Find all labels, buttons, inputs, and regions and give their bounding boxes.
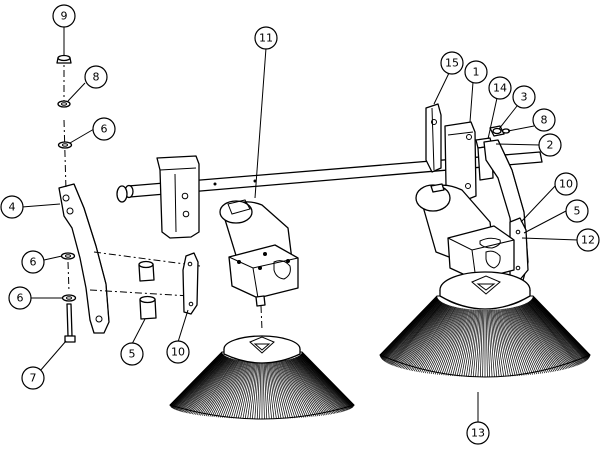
bolt-part-3 (489, 125, 505, 137)
callout-14: 14 (488, 76, 512, 100)
leader-lines (21, 27, 579, 422)
callout-label: 10 (171, 346, 185, 359)
callout-label: 1 (473, 66, 480, 79)
bolt-part-7 (64, 261, 76, 343)
callout-10-right: 10 (554, 172, 578, 196)
callout-7: 7 (21, 366, 45, 390)
callout-8-right: 8 (532, 108, 556, 132)
callout-12: 12 (576, 228, 600, 252)
left-brush (169, 335, 355, 420)
callout-label: 6 (17, 292, 24, 305)
callout-9: 9 (52, 4, 76, 28)
callout-10-left: 10 (166, 340, 190, 364)
motor-part-11 (219, 199, 299, 331)
washer-part-6-top (57, 141, 73, 149)
callout-label: 10 (559, 178, 573, 191)
spacer-part-5-lower (139, 295, 157, 320)
callout-label: 3 (521, 91, 528, 104)
callout-label: 15 (445, 57, 459, 70)
callout-label: 9 (61, 10, 68, 23)
washer-part-8-left (57, 100, 71, 108)
callout-label: 12 (581, 234, 595, 247)
washer-part-6-middle (60, 252, 76, 260)
callout-6-bottom: 6 (8, 286, 32, 310)
callout-label: 5 (574, 205, 581, 218)
right-motor (415, 183, 515, 281)
callout-4: 4 (0, 195, 24, 219)
callout-5-left: 5 (120, 342, 144, 366)
washer-part-6-bottom (61, 294, 77, 302)
spacer-part-5-upper (138, 260, 155, 282)
nut-part-9 (56, 54, 72, 64)
callout-8-left: 8 (84, 65, 108, 89)
callout-label: 6 (30, 256, 37, 269)
callout-label: 6 (101, 123, 108, 136)
left-shaft-mount-plate (156, 155, 200, 239)
callout-label: 7 (30, 372, 37, 385)
callout-label: 14 (493, 82, 507, 95)
callout-label: 5 (129, 348, 136, 361)
callout-3: 3 (512, 85, 536, 109)
callout-label: 4 (9, 201, 16, 214)
callout-label: 11 (259, 32, 273, 45)
callout-1: 1 (464, 60, 488, 84)
right-brush (379, 271, 591, 378)
callout-label: 13 (471, 427, 485, 440)
callout-11: 11 (254, 26, 278, 50)
callout-5-right: 5 (565, 199, 589, 223)
callout-2: 2 (538, 133, 562, 157)
callout-label: 8 (541, 114, 548, 127)
callout-6-top: 6 (92, 117, 116, 141)
mount-plate-part-10-left (182, 252, 199, 315)
callout-15: 15 (440, 51, 464, 75)
callout-label: 2 (547, 139, 554, 152)
callout-6-middle: 6 (21, 250, 45, 274)
callout-13: 13 (466, 421, 490, 445)
callout-label: 8 (93, 71, 100, 84)
mount-plate-part-15 (425, 103, 442, 173)
